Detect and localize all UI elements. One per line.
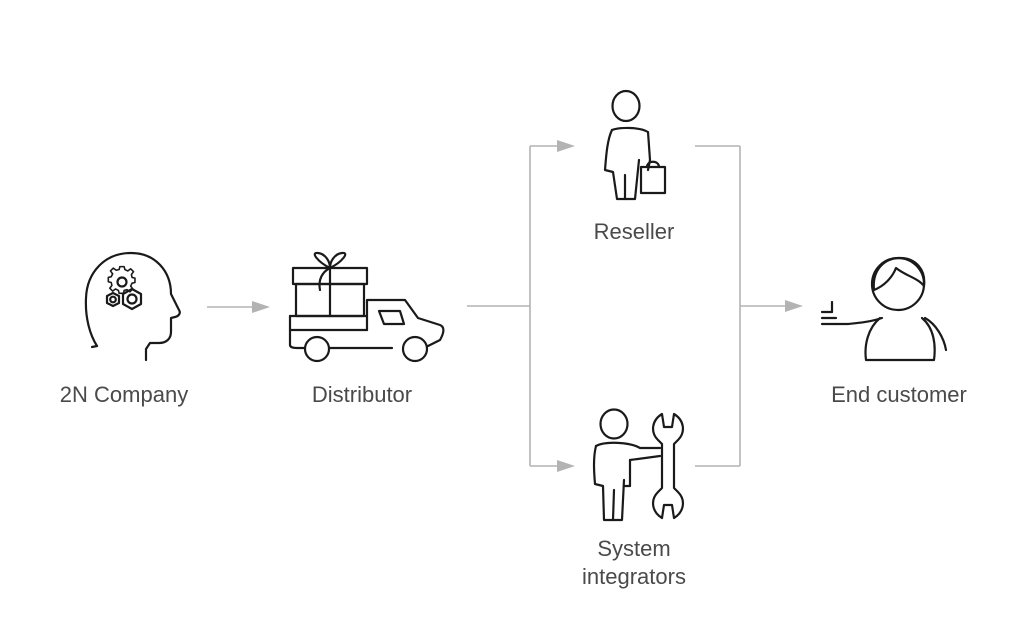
node-reseller: Reseller [594, 89, 675, 244]
company-label: 2N Company [60, 382, 188, 407]
integrators-label-line1: System [597, 536, 670, 561]
connector-distributor-split [467, 140, 575, 472]
node-integrators: System integrators [582, 408, 686, 589]
connector-company-to-distributor [207, 301, 270, 313]
delivery-truck-icon [288, 251, 445, 363]
customer-person-icon [820, 256, 948, 362]
node-distributor: Distributor [288, 251, 445, 407]
person-shopping-bag-icon [603, 89, 667, 201]
customer-label: End customer [831, 382, 967, 407]
connector-merge-to-customer [695, 145, 803, 467]
connectors [207, 140, 803, 472]
reseller-label: Reseller [594, 219, 675, 244]
person-wrench-icon [592, 408, 684, 522]
node-company: 2N Company [60, 251, 188, 407]
head-gears-icon [84, 251, 181, 362]
integrators-label-line2: integrators [582, 564, 686, 589]
distributor-label: Distributor [312, 382, 412, 407]
node-customer: End customer [820, 256, 967, 407]
